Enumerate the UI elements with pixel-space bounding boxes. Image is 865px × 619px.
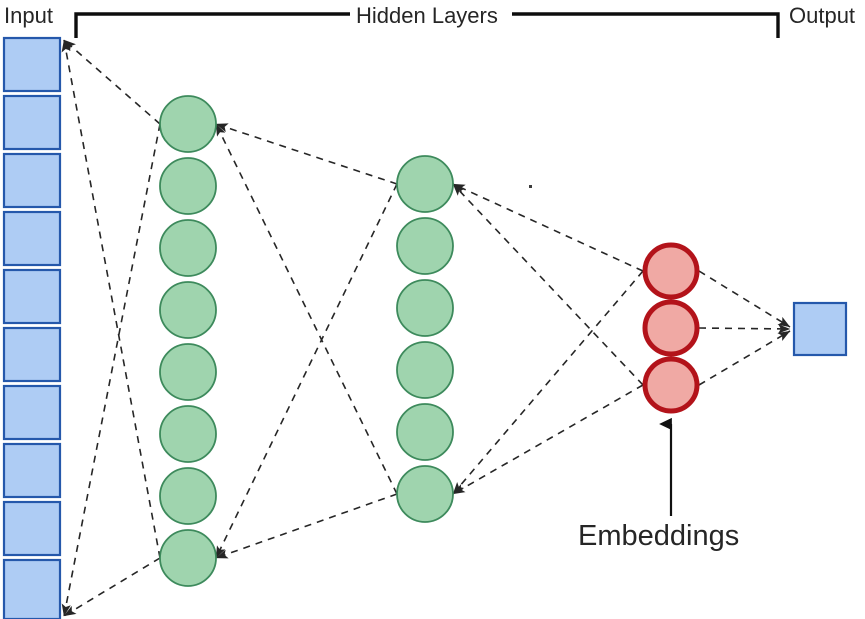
hidden-node[interactable] <box>159 467 217 525</box>
input-node[interactable] <box>2 442 62 499</box>
input-node[interactable] <box>2 36 62 93</box>
hidden-node[interactable] <box>159 405 217 463</box>
input-node[interactable] <box>2 94 62 151</box>
input-node[interactable] <box>2 500 62 557</box>
input-node[interactable] <box>2 558 62 619</box>
edges-embeddings-to-output <box>698 270 791 386</box>
hidden-layers-bracket <box>74 12 780 38</box>
embedding-layer <box>642 242 700 414</box>
hidden-layer-1 <box>159 95 217 587</box>
hidden-node[interactable] <box>396 465 454 523</box>
embedding-node[interactable] <box>642 356 700 414</box>
input-layer-label: Input <box>4 3 53 28</box>
edges-hidden2-to-embeddings <box>452 183 644 495</box>
edges-input-to-hidden1 <box>61 39 161 617</box>
speck-artifact <box>529 185 532 188</box>
input-node[interactable] <box>2 210 62 267</box>
hidden-node[interactable] <box>396 279 454 337</box>
input-node[interactable] <box>2 326 62 383</box>
embedding-node[interactable] <box>642 242 700 300</box>
output-layer-label: Output <box>789 3 856 28</box>
hidden-node[interactable] <box>159 343 217 401</box>
output-node[interactable] <box>792 301 848 357</box>
hidden-node[interactable] <box>159 281 217 339</box>
input-node[interactable] <box>2 268 62 325</box>
hidden-node[interactable] <box>396 217 454 275</box>
hidden-node[interactable] <box>396 341 454 399</box>
hidden-node[interactable] <box>159 219 217 277</box>
input-layer <box>2 36 62 619</box>
edges-hidden1-to-hidden2 <box>215 123 398 559</box>
hidden-node[interactable] <box>159 157 217 215</box>
embeddings-label: Embeddings <box>578 520 740 552</box>
input-node[interactable] <box>2 152 62 209</box>
hidden-layer-2 <box>396 155 454 523</box>
hidden-node[interactable] <box>396 155 454 213</box>
embedding-node[interactable] <box>642 299 700 357</box>
hidden-node[interactable] <box>396 403 454 461</box>
hidden-node[interactable] <box>159 529 217 587</box>
output-layer <box>792 301 848 357</box>
hidden-node[interactable] <box>159 95 217 153</box>
input-node[interactable] <box>2 384 62 441</box>
hidden-layers-label: Hidden Layers <box>356 3 498 28</box>
